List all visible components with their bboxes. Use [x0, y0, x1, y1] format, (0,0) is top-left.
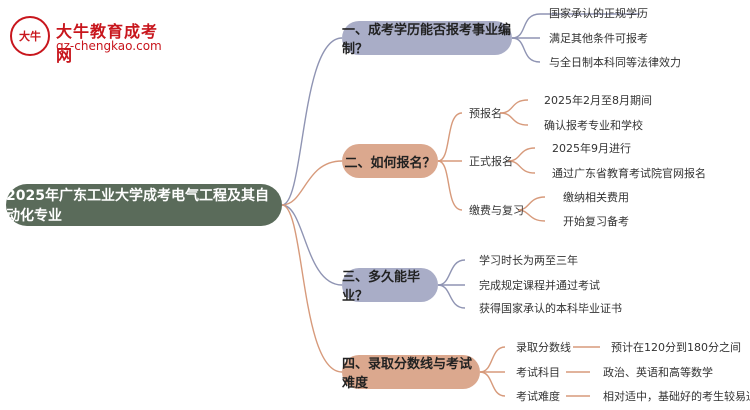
group-node: 缴费与复习: [469, 204, 524, 217]
group-node: 录取分数线: [516, 341, 571, 354]
branch-node-4[interactable]: 四、录取分数线与考试难度: [342, 355, 480, 391]
branch-node-1[interactable]: 一、成考学历能否报考事业编制？: [342, 21, 512, 57]
brand-emblem-icon: 大牛: [10, 16, 50, 56]
leaf-node: 获得国家承认的本科毕业证书: [479, 302, 622, 315]
leaf-node: 2025年9月进行: [552, 142, 631, 155]
branch-node-label: 三、多久能毕业？: [342, 270, 421, 304]
group-node: 考试难度: [516, 390, 560, 403]
leaf-node: 完成规定课程并通过考试: [479, 279, 600, 292]
leaf-node: 相对适中，基础好的考生较易通过: [603, 390, 750, 403]
branch-node-label: 二、如何报名？: [344, 155, 436, 171]
leaf-node: 政治、英语和高等数学: [603, 366, 713, 379]
leaf-node: 2025年2月至8月期间: [544, 94, 652, 107]
root-node-label: 2025年广东工业大学成考电气工程及其自动化专业: [6, 188, 269, 224]
branch-node-label: 一、成考学历能否报考事业编制？: [342, 23, 512, 57]
leaf-node: 预计在120分到180分之间: [611, 341, 741, 354]
leaf-node: 缴纳相关费用: [563, 191, 629, 204]
branch-node-3[interactable]: 三、多久能毕业？: [342, 268, 438, 304]
group-node: 考试科目: [516, 366, 560, 379]
brand-url: gz-chengkao.com: [56, 39, 162, 53]
branch-node-2[interactable]: 二、如何报名？: [342, 144, 438, 178]
brand-logo[interactable]: 大牛 大牛教育成考网 gz-chengkao.com: [10, 16, 170, 65]
leaf-node: 学习时长为两至三年: [479, 254, 578, 267]
leaf-node: 开始复习备考: [563, 215, 629, 228]
brand-title: 大牛教育成考网: [56, 22, 159, 65]
leaf-node: 确认报考专业和学校: [544, 119, 643, 132]
leaf-node: 满足其他条件可报考: [549, 32, 648, 45]
leaf-node: 与全日制本科同等法律效力: [549, 56, 681, 69]
leaf-node: 通过广东省教育考试院官网报名: [552, 167, 706, 180]
root-node[interactable]: 2025年广东工业大学成考电气工程及其自动化专业: [6, 184, 282, 226]
group-node: 正式报名: [469, 155, 513, 168]
branch-node-label: 四、录取分数线与考试难度: [342, 357, 473, 391]
leaf-node: 国家承认的正规学历: [549, 7, 648, 20]
group-node: 预报名: [469, 107, 502, 120]
